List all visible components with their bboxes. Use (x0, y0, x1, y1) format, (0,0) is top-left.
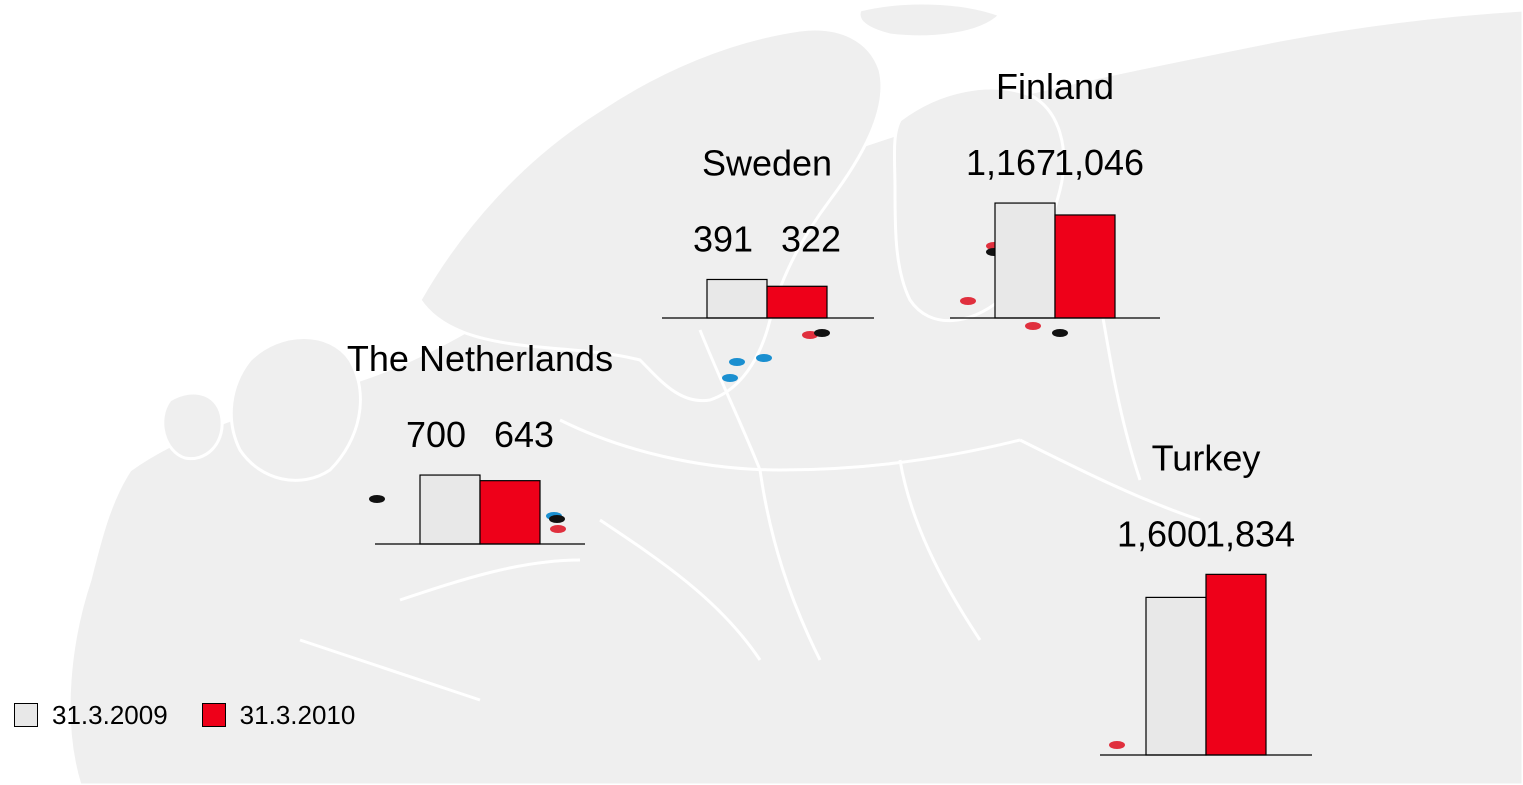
country-chart-the-netherlands: 700 643 The Netherlands (347, 338, 613, 545)
map-border-0 (559, 418, 1021, 472)
legend-item-2009: 31.3.2009 (14, 700, 168, 731)
location-marker (369, 495, 385, 503)
value-label-2009: 1,600 (1117, 513, 1207, 554)
value-label-2009: 391 (693, 218, 753, 259)
map-land-1 (229, 336, 362, 482)
location-marker (1052, 329, 1068, 337)
bar-2009 (419, 474, 481, 545)
location-marker (756, 354, 772, 362)
map-border-3 (898, 459, 982, 641)
country-label: Sweden (702, 142, 832, 183)
legend: 31.3.2009 31.3.2010 (14, 700, 389, 730)
map-border-4 (1019, 438, 1201, 522)
bar-2010 (766, 285, 828, 319)
value-label-2009: 1,167 (966, 142, 1056, 183)
bar-2009 (706, 278, 768, 319)
country-label: The Netherlands (347, 338, 613, 379)
value-label-2010: 1,046 (1054, 142, 1144, 183)
map-border-5 (698, 329, 762, 471)
map-border-2 (758, 469, 822, 661)
country-label: Finland (996, 66, 1114, 107)
map-border-6 (1098, 299, 1142, 481)
bar-2009 (1145, 596, 1207, 756)
value-label-2010: 322 (781, 218, 841, 259)
legend-swatch-2009 (14, 703, 38, 727)
value-label-2009: 700 (406, 414, 466, 455)
map-land-2 (161, 391, 224, 461)
legend-label-2010: 31.3.2010 (239, 699, 356, 730)
location-marker (1025, 322, 1041, 330)
location-marker (722, 374, 738, 382)
location-marker (1109, 741, 1125, 749)
value-label-2010: 643 (494, 414, 554, 455)
map-border-8 (299, 638, 481, 702)
location-marker (549, 515, 565, 523)
location-marker (729, 358, 745, 366)
location-marker (960, 297, 976, 305)
location-marker (550, 525, 566, 533)
bar-2009 (994, 202, 1056, 319)
bar-2010 (1205, 573, 1267, 756)
map-border-7 (399, 558, 581, 602)
country-chart-sweden: 391 322 Sweden (662, 142, 874, 319)
country-label: Turkey (1152, 437, 1261, 478)
value-label-2010: 1,834 (1205, 513, 1295, 554)
legend-swatch-2010 (201, 703, 226, 727)
map-land-5 (857, 1, 1003, 39)
location-marker (814, 329, 830, 337)
map-border-1 (599, 518, 762, 661)
legend-item-2010: 31.3.2010 (201, 699, 356, 731)
bar-2010 (479, 480, 541, 545)
legend-label-2009: 31.3.2009 (52, 699, 168, 730)
bar-2010 (1054, 214, 1116, 319)
